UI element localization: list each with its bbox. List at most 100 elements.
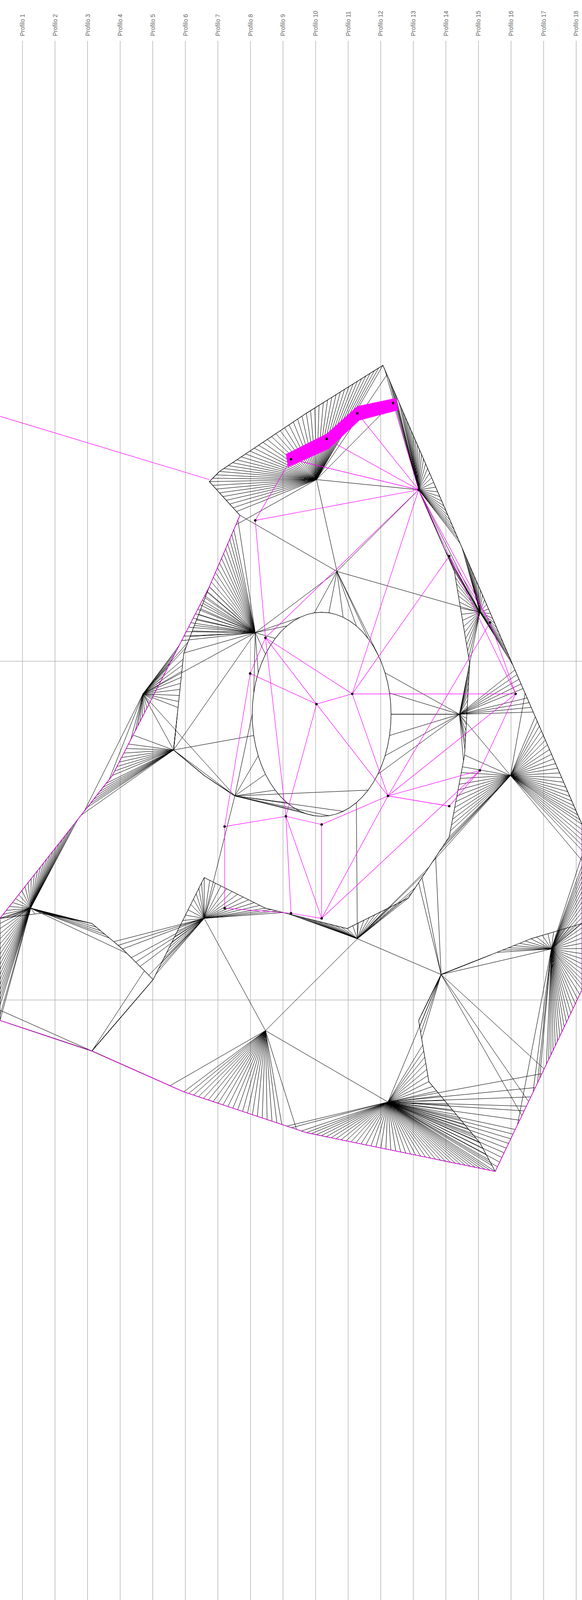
survey-point	[448, 555, 451, 558]
mesh-edge	[387, 1102, 502, 1159]
mesh-edge	[387, 1102, 391, 1151]
survey-link	[316, 694, 353, 705]
mesh-edge	[387, 1063, 426, 1103]
survey-point	[320, 917, 323, 921]
survey-link	[224, 673, 251, 827]
survey-point	[248, 672, 252, 676]
profile-label: Profilo 10	[312, 10, 319, 37]
survey-link	[265, 637, 286, 817]
mesh-edge	[265, 1031, 278, 1124]
mesh-edge	[459, 714, 511, 776]
mesh-edge	[389, 379, 419, 491]
mesh-edge	[142, 647, 186, 695]
mesh-edge	[96, 750, 174, 796]
contour-line	[252, 612, 392, 817]
survey-point	[417, 489, 421, 492]
mesh-edge	[551, 866, 582, 950]
mesh-edge	[510, 776, 582, 862]
mesh-edge	[539, 949, 552, 1080]
mesh-edge	[142, 694, 174, 751]
survey-link	[479, 694, 516, 771]
survey-point	[315, 703, 318, 706]
mesh-edge	[459, 694, 468, 715]
mesh-edge	[91, 989, 145, 1052]
mesh-edge	[357, 867, 429, 940]
mesh-edge	[91, 1027, 112, 1052]
mesh-edge	[173, 732, 176, 751]
mesh-edge	[447, 555, 480, 613]
mesh-edge	[546, 949, 552, 1065]
mesh-edge	[357, 920, 364, 940]
mesh-edge	[510, 776, 582, 852]
mesh-edge	[235, 796, 288, 804]
mesh-edge	[551, 949, 569, 1019]
mesh-edge	[30, 871, 38, 909]
mesh-edge	[337, 571, 357, 627]
mesh-edge	[158, 919, 205, 970]
mesh-edge	[91, 1008, 129, 1052]
contour-line	[418, 923, 582, 1172]
mesh-edge	[452, 776, 511, 821]
profile-label: Profilo 11	[344, 11, 352, 37]
mesh-edge	[551, 887, 582, 950]
mesh-edge	[551, 882, 582, 950]
mesh-edge	[418, 468, 428, 491]
survey-link	[255, 489, 419, 521]
survey-point	[514, 693, 517, 696]
mesh-edge	[510, 776, 574, 807]
mesh-edge	[0, 908, 31, 986]
mesh-edge	[387, 1074, 542, 1103]
profile-label: Profilo 14	[442, 10, 450, 37]
profile-label: Profilo 16	[507, 10, 515, 37]
mesh-edge	[384, 370, 419, 490]
mesh-edge	[0, 908, 31, 1001]
mesh-edge	[357, 917, 370, 940]
profile-line	[510, 40, 512, 1600]
mesh-edge	[91, 1013, 125, 1052]
survey-link	[449, 556, 516, 695]
mesh-edge	[418, 489, 442, 502]
mesh-edge	[209, 479, 317, 483]
mesh-edge	[387, 1102, 406, 1155]
mesh-edge	[30, 908, 127, 954]
mesh-edge	[387, 1082, 429, 1103]
mesh-edge	[389, 693, 460, 715]
survey-link	[265, 637, 353, 694]
mesh-edge	[387, 1102, 472, 1135]
mesh-edge	[204, 889, 227, 920]
mesh-edge	[192, 631, 256, 634]
mesh-edge	[142, 665, 183, 695]
mesh-edge	[389, 714, 460, 736]
mesh-edge	[188, 1031, 266, 1095]
mesh-edge	[387, 1102, 509, 1145]
mesh-edge	[0, 908, 31, 945]
mesh-edge	[99, 750, 174, 792]
profile-line	[217, 40, 219, 1600]
mesh-edge	[142, 694, 235, 797]
mesh-edge	[217, 568, 256, 634]
profile-label: Profilo 18	[572, 10, 580, 37]
survey-point	[320, 823, 323, 827]
mesh-edge	[331, 1102, 388, 1139]
mesh-edge	[357, 903, 398, 940]
mesh-edge	[551, 930, 560, 950]
mesh-edge	[551, 902, 582, 950]
mesh-edge	[80, 750, 174, 816]
survey-link	[291, 913, 322, 920]
mesh-edge	[551, 928, 566, 950]
mesh-edge	[170, 1031, 266, 1087]
mesh-edge	[228, 465, 317, 480]
mesh-edge	[387, 1102, 487, 1155]
mesh-edge	[387, 1091, 437, 1103]
mesh-edge	[252, 1031, 266, 1116]
mesh-edge	[532, 949, 552, 1093]
mesh-edge	[551, 897, 582, 950]
mesh-edge	[551, 913, 582, 950]
mesh-edge	[401, 407, 419, 490]
mesh-edge	[11, 908, 31, 918]
survey-link	[265, 637, 317, 705]
mesh-edge	[387, 1102, 490, 1161]
mesh-edge	[30, 819, 78, 909]
mesh-edge	[173, 720, 177, 751]
